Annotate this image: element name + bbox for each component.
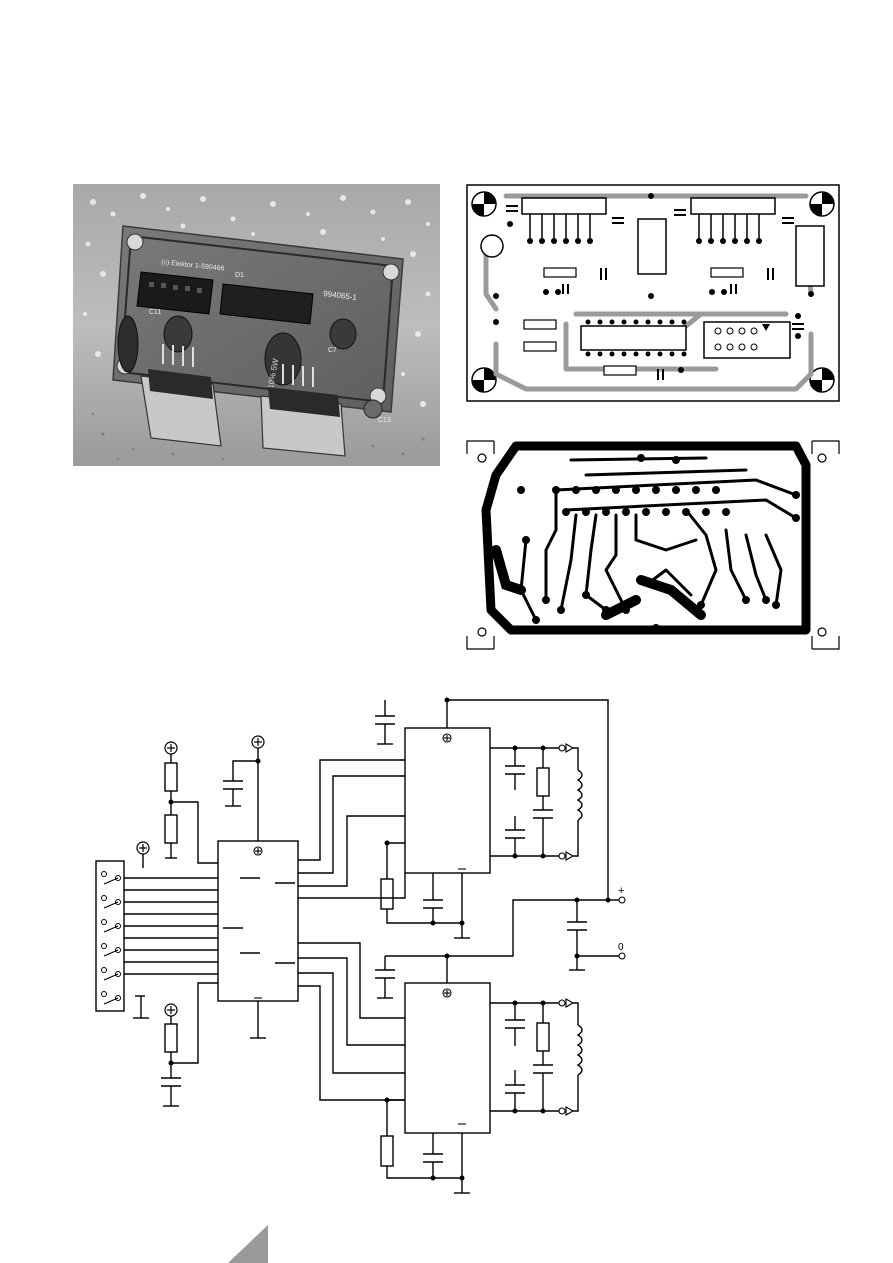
amplifier-ic-lower <box>404 982 491 1134</box>
control-ic <box>217 840 299 1002</box>
copper-track-layout <box>466 440 840 650</box>
label-d1: D1 <box>235 272 244 279</box>
label-c7: C7 <box>328 347 337 354</box>
input-connector <box>95 860 125 1012</box>
board-marking-1: 994065-1 <box>323 289 358 302</box>
registration-target-tl <box>471 191 497 217</box>
supply-plus-label: + <box>618 885 624 897</box>
supply-zero-label: 0 <box>618 942 624 953</box>
registration-target-br <box>809 367 835 393</box>
label-c11: C11 <box>149 309 161 316</box>
amplifier-ic-upper <box>404 727 491 874</box>
registration-target-bl <box>471 367 497 393</box>
registration-target-tr <box>809 191 835 217</box>
label-c13: C13 <box>378 417 391 424</box>
board-photo: 994065-1 (c) Elektor 1-590466 D1 C11 C7 … <box>73 184 440 466</box>
page-corner-marker <box>228 1225 268 1263</box>
circuit-schematic: + 0 <box>95 697 626 1194</box>
component-layout <box>466 184 840 402</box>
